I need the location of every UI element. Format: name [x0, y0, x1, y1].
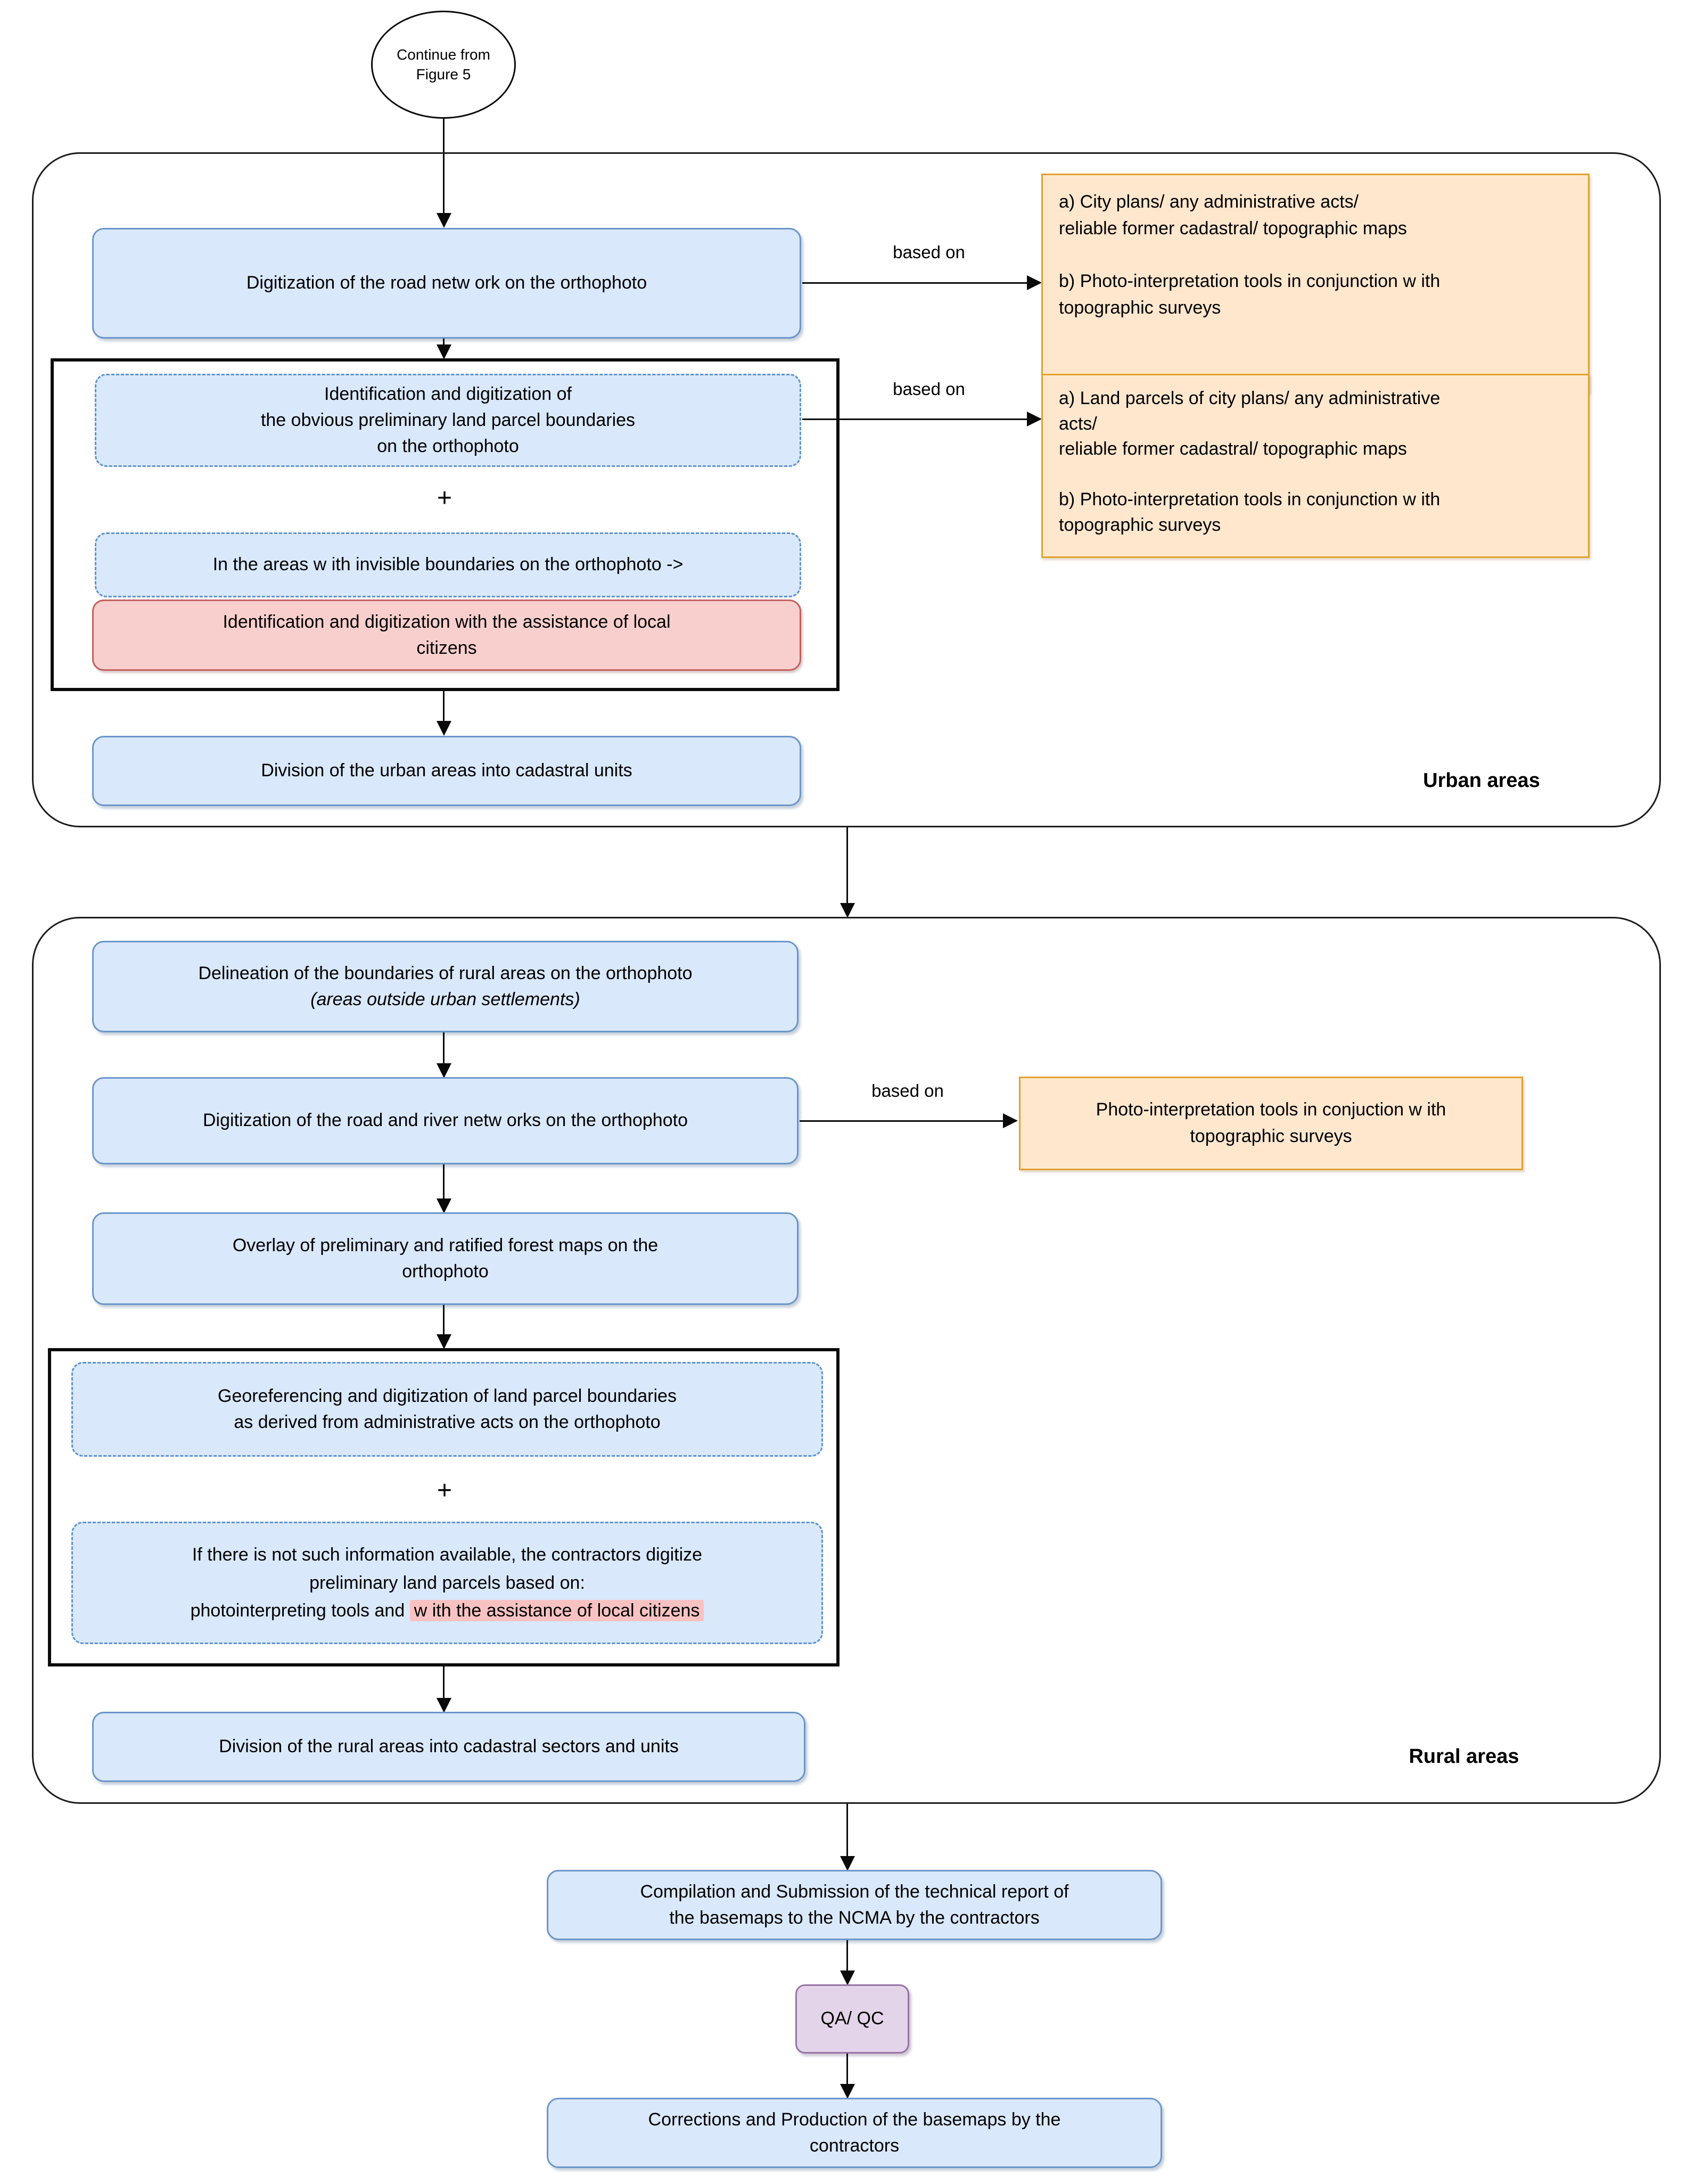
connector-road-sources-line — [802, 282, 1028, 284]
connector-urban-rural-line — [846, 827, 848, 903]
connector-networks-sources-line — [800, 1120, 1004, 1122]
urban-invisible-boundaries-box: In the areas w ith invisible boundaries … — [95, 532, 801, 597]
rural-delineation-line1: Delineation of the boundaries of rural a… — [198, 963, 693, 983]
based-on-label-1: based on — [893, 242, 965, 262]
rural-overlay-forest-box: Overlay of preliminary and ratified fore… — [92, 1212, 799, 1305]
connector-parcels-sources-arrowhead — [1027, 412, 1042, 426]
urban-areas-label: Urban areas — [1423, 769, 1540, 792]
rural-no-info-line3: photointerpreting tools and w ith the as… — [191, 1597, 704, 1625]
connector-delineation-networks-line — [443, 1032, 445, 1063]
urban-division-box: Division of the urban areas into cadastr… — [92, 736, 801, 806]
plus-sign-urban: + — [437, 484, 452, 512]
urban-parcel-group — [51, 358, 840, 691]
connector-overlay-group-line — [443, 1305, 445, 1334]
connector-group-division-rural-line — [443, 1666, 445, 1698]
connector-rural-compilation-line — [846, 1804, 848, 1856]
based-on-label-3: based on — [871, 1081, 944, 1101]
compilation-report-box: Compilation and Submission of the techni… — [547, 1870, 1162, 1940]
rural-no-info-line2: preliminary land parcels based on: — [309, 1572, 585, 1593]
corrections-production-box: Corrections and Production of the basema… — [547, 2098, 1162, 2168]
qa-qc-box: QA/ QC — [795, 1984, 909, 2054]
rural-areas-label: Rural areas — [1409, 1745, 1519, 1768]
urban-parcel-sources-box: a) Land parcels of city plans/ any admin… — [1041, 374, 1590, 558]
connector-terminator-line — [443, 119, 445, 213]
connector-road-group-line — [443, 339, 445, 346]
connector-networks-sources-arrowhead — [1003, 1113, 1018, 1128]
connector-qaqc-corrections-arrowhead — [840, 2084, 855, 2099]
connector-terminator-arrowhead — [437, 213, 451, 228]
rural-no-info-box: If there is not such information availab… — [71, 1522, 823, 1644]
rural-no-info-line3-prefix: photointerpreting tools and — [190, 1600, 410, 1621]
rural-delineation-line2: (areas outside urban settlements) — [310, 989, 580, 1009]
urban-citizen-assist-box: Identification and digitization with the… — [92, 600, 801, 671]
connector-overlay-group-arrowhead — [437, 1334, 451, 1349]
plus-sign-rural: + — [437, 1476, 452, 1505]
connector-compilation-qaqc-arrowhead — [840, 1970, 855, 1985]
terminator-continue-from-figure5: Continue from Figure 5 — [371, 11, 516, 119]
rural-delineation-box: Delineation of the boundaries of rural a… — [92, 941, 799, 1032]
rural-networks-sources-box: Photo-interpretation tools in conjuction… — [1019, 1077, 1523, 1170]
connector-networks-overlay-arrowhead — [437, 1198, 451, 1213]
connector-delineation-networks-arrowhead — [437, 1063, 451, 1078]
rural-no-info-line1: If there is not such information availab… — [192, 1544, 703, 1565]
urban-digitize-road-box: Digitization of the road netw ork on the… — [92, 228, 801, 339]
connector-road-group-arrowhead — [437, 344, 451, 359]
connector-group-division-arrowhead — [437, 721, 451, 736]
connector-group-division-line — [443, 691, 445, 721]
rural-areas-container — [32, 917, 1661, 1804]
urban-identify-parcels-box: Identification and digitization of the o… — [95, 374, 801, 467]
rural-digitize-networks-box: Digitization of the road and river netw … — [92, 1077, 799, 1164]
connector-rural-compilation-arrowhead — [840, 1856, 855, 1871]
urban-areas-container — [32, 152, 1661, 827]
connector-parcels-sources-line — [802, 418, 1028, 420]
connector-networks-overlay-line — [443, 1164, 445, 1198]
connector-road-sources-arrowhead — [1027, 275, 1042, 290]
urban-road-sources-box: a) City plans/ any administrative acts/ … — [1041, 174, 1590, 393]
rural-no-info-line3-highlight: w ith the assistance of local citizens — [409, 1600, 704, 1622]
rural-division-box: Division of the rural areas into cadastr… — [92, 1712, 805, 1782]
connector-group-division-rural-arrowhead — [437, 1698, 451, 1713]
connector-qaqc-corrections-line — [846, 2054, 848, 2084]
based-on-label-2: based on — [893, 379, 965, 399]
connector-compilation-qaqc-line — [846, 1940, 848, 1970]
rural-parcel-group — [48, 1348, 840, 1666]
connector-urban-rural-arrowhead — [840, 903, 855, 918]
rural-georeferencing-box: Georeferencing and digitization of land … — [71, 1362, 823, 1457]
